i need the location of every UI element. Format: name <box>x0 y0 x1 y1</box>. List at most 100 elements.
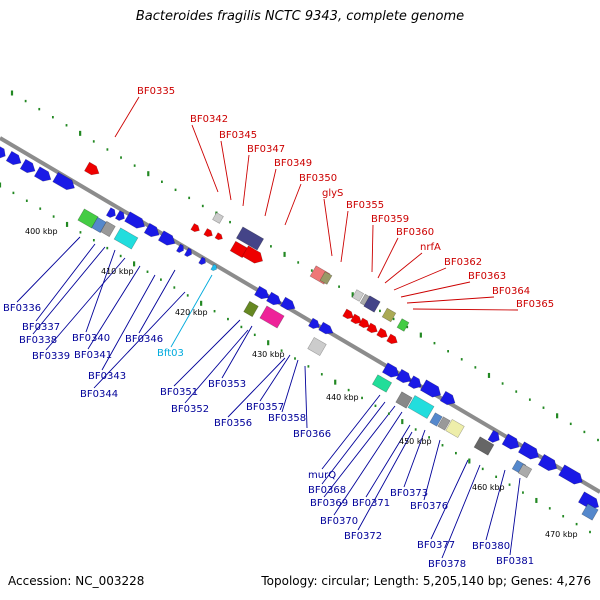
gene-label-bf0371: BF0371 <box>352 498 390 509</box>
gene-label-bf0343-leader <box>101 274 156 371</box>
gene-label-bf0381: BF0381 <box>496 556 534 567</box>
gene-arrow <box>198 256 206 266</box>
gene-label-bf0380-leader <box>485 469 506 541</box>
gene-arrow <box>175 243 184 253</box>
gene-block <box>351 289 365 302</box>
gene-features <box>0 145 600 521</box>
gene-label-bf0378: BF0378 <box>428 559 466 570</box>
gene-label-bf0362-leader <box>393 267 447 291</box>
scale-label: 460 kbp <box>472 483 505 492</box>
gene-label-bf0370: BF0370 <box>320 516 358 527</box>
gene-arrow <box>210 263 217 272</box>
gene-arrow <box>501 433 520 450</box>
gene-arrow <box>0 145 6 159</box>
gene-label-bf0351: BF0351 <box>160 387 198 398</box>
gene-label-bf0363-leader <box>400 281 471 298</box>
gene-label-bf0378-leader <box>441 464 481 559</box>
gene-label-bft03-leader <box>170 274 213 348</box>
gene-label-bf0341-leader <box>87 265 141 350</box>
gene-label-bf0360-leader <box>377 237 399 279</box>
gene-label-bf0350: BF0350 <box>299 173 337 184</box>
gene-label-bf0364: BF0364 <box>492 286 530 297</box>
gene-labels: BF0335BF0342BF0345BF0347BF0349BF0350glyS… <box>3 86 554 570</box>
gene-label-murq: murQ <box>308 470 336 481</box>
gene-arrow <box>517 441 540 460</box>
gene-block <box>235 226 265 251</box>
gene-label-nrfa-leader <box>384 252 423 284</box>
gene-block <box>243 300 259 318</box>
gene-label-bf0372-leader <box>357 431 413 531</box>
gene-label-bf0342: BF0342 <box>190 114 228 125</box>
gene-label-bf0340-leader <box>85 249 116 333</box>
label-leader-lines <box>16 96 521 559</box>
gene-label-bf0355-leader <box>340 210 349 263</box>
gene-label-bf0373: BF0373 <box>390 488 428 499</box>
gene-block <box>395 391 413 409</box>
gene-label-bf0335: BF0335 <box>137 86 175 97</box>
gene-arrow <box>366 322 378 334</box>
gene-label-bf0347: BF0347 <box>247 144 285 155</box>
gene-label-bf0380: BF0380 <box>472 541 510 552</box>
gene-arrow <box>33 166 52 182</box>
gene-label-bf0339-leader <box>45 257 126 351</box>
gene-label-bf0359-leader <box>371 224 374 273</box>
gene-block <box>445 418 465 439</box>
scale-label: 400 kbp <box>25 227 58 236</box>
gene-block <box>581 503 599 521</box>
gene-block <box>319 271 333 285</box>
gene-label-bf0350-leader <box>284 183 302 226</box>
gene-label-bf0355: BF0355 <box>346 200 384 211</box>
gene-label-bf0342-leader <box>191 124 219 193</box>
gene-label-bf0377-leader <box>430 459 469 540</box>
gene-label-bf0365: BF0365 <box>516 299 554 310</box>
gene-arrow <box>537 453 558 472</box>
genome-backbone <box>0 136 600 494</box>
gene-arrow <box>190 223 200 233</box>
gene-label-bf0371-leader <box>365 424 411 498</box>
gene-label-bf0370-leader <box>333 411 403 516</box>
gene-arrow <box>84 161 100 176</box>
gene-block <box>363 295 381 313</box>
gene-label-bf0351-leader <box>173 319 241 387</box>
gene-arrow <box>308 317 320 329</box>
gene-arrow <box>52 171 75 191</box>
gene-label-glys-leader <box>323 198 333 257</box>
gene-label-bf0352-leader <box>184 329 249 404</box>
gene-label-bf0366-leader <box>304 365 308 429</box>
gene-arrow <box>5 150 22 166</box>
gene-arrow <box>439 390 456 406</box>
gene-arrow <box>342 308 354 320</box>
scale-label: 450 kbp <box>399 437 432 446</box>
gene-label-bf0362: BF0362 <box>444 257 482 268</box>
scale-label: 430 kbp <box>252 350 285 359</box>
gene-label-bf0338: BF0338 <box>19 335 57 346</box>
gene-arrow <box>558 464 583 485</box>
accession-text: Accession: NC_003228 <box>8 574 145 588</box>
gene-block <box>100 220 116 238</box>
gene-arrow <box>241 245 264 264</box>
gene-label-bf0368-leader <box>321 401 386 485</box>
map-title: Bacteroides fragilis NCTC 9343, complete… <box>135 9 465 24</box>
gene-label-nrfa: nrfA <box>420 242 441 253</box>
gene-label-bf0349-leader <box>264 168 277 217</box>
gene-arrow <box>19 158 36 174</box>
gene-block <box>259 305 285 329</box>
gene-label-bf0339: BF0339 <box>32 351 70 362</box>
gene-label-bf0336: BF0336 <box>3 303 41 314</box>
gene-arrow <box>143 222 160 238</box>
gene-label-glys: glyS <box>322 188 343 199</box>
gene-label-bf0345-leader <box>220 140 232 201</box>
gene-arrow <box>183 247 192 257</box>
gene-label-bf0353-leader <box>221 325 253 379</box>
gene-label-bf0340: BF0340 <box>72 333 110 344</box>
gene-arrow <box>214 232 223 241</box>
gene-label-bf0358: BF0358 <box>268 413 306 424</box>
gene-block <box>396 318 410 332</box>
gene-label-murq-leader <box>321 394 381 470</box>
gene-label-bf0356-leader <box>227 357 286 418</box>
gene-label-bf0368: BF0368 <box>308 485 346 496</box>
gene-label-bf0357-leader <box>259 354 291 402</box>
gene-arrow <box>381 362 400 378</box>
gene-label-bf0372: BF0372 <box>344 531 382 542</box>
gene-label-bf0357: BF0357 <box>246 402 284 413</box>
